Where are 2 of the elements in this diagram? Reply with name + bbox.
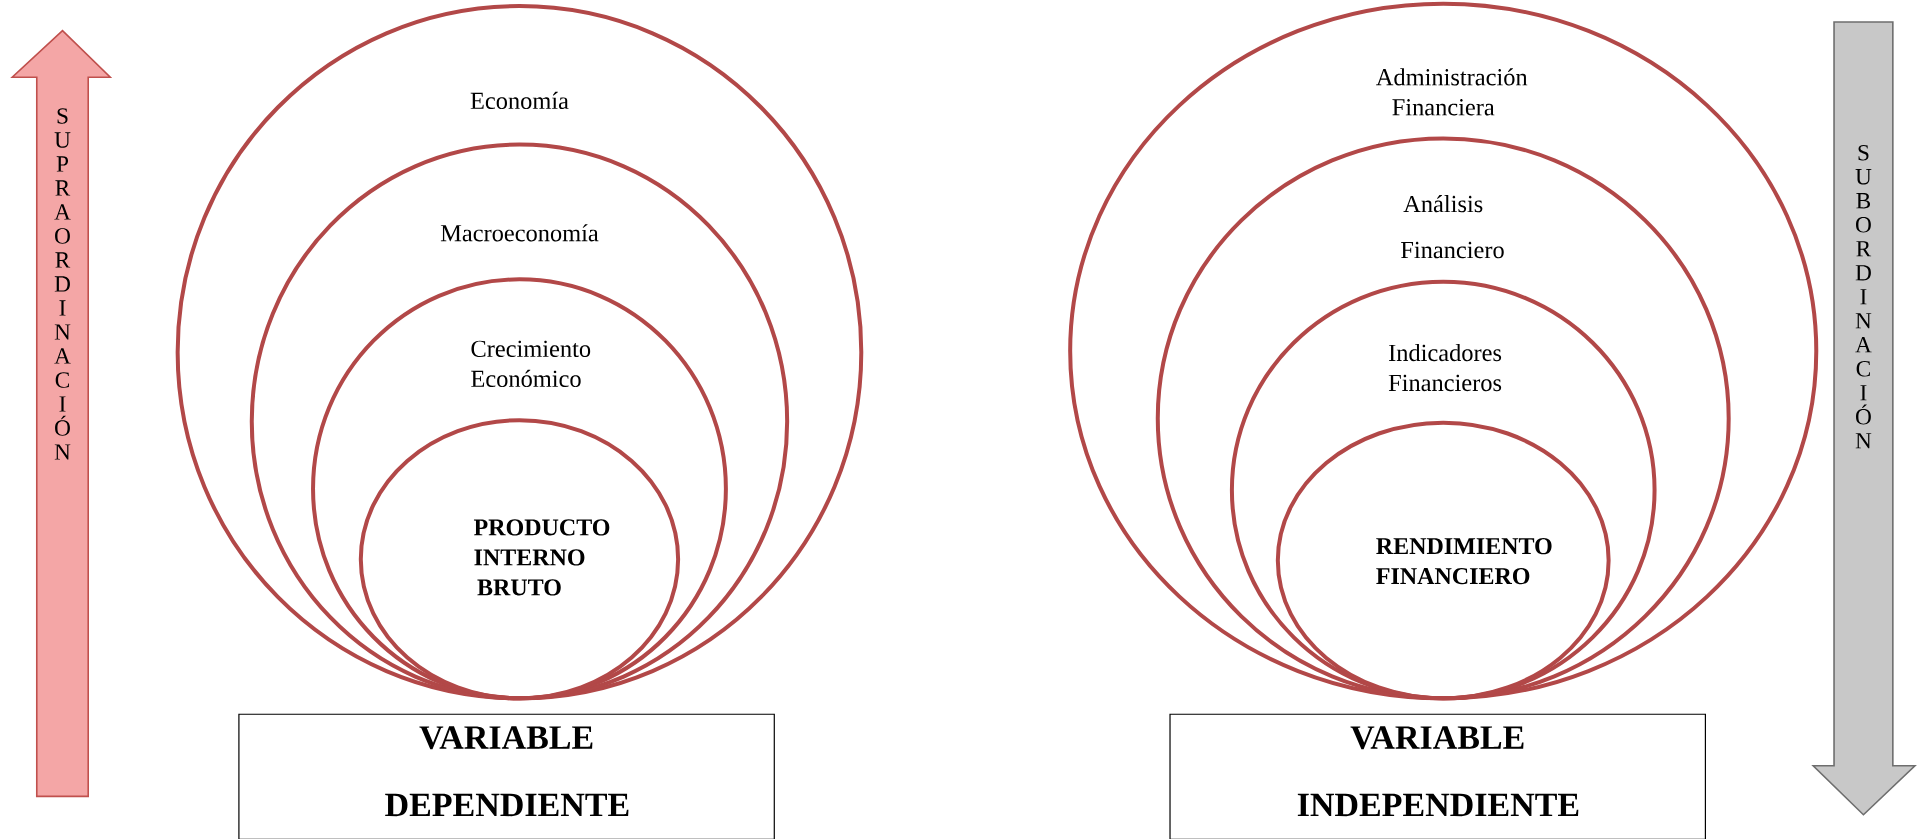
variable-box: VARIABLE DEPENDIENTE xyxy=(238,713,775,839)
variable-box: VARIABLE INDEPENDIENTE xyxy=(1169,713,1706,839)
